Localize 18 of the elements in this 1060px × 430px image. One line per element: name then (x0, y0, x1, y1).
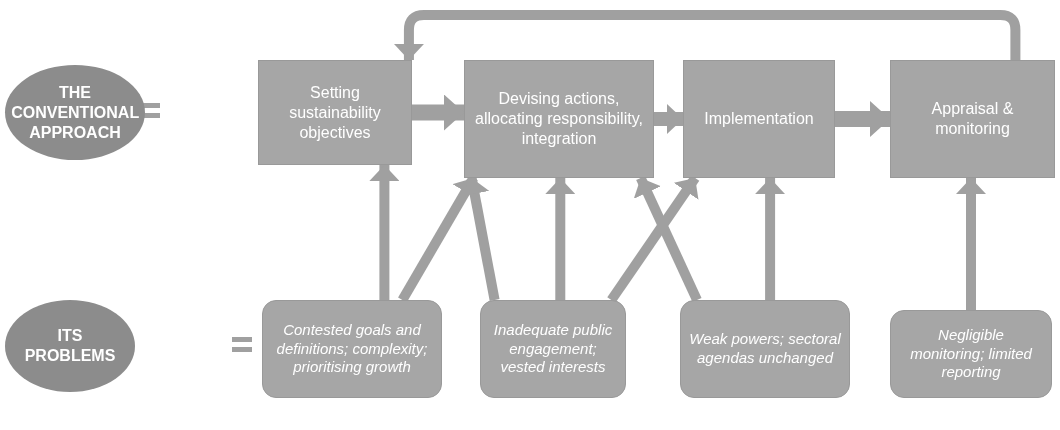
arrow (654, 104, 683, 134)
arrow (545, 178, 576, 300)
arrow (755, 178, 786, 300)
problem-box: Contested goals and definitions; complexity; prioritising growth (262, 300, 442, 398)
arrow (412, 94, 464, 131)
problem-box: Negligible monitoring; limited reporting (890, 310, 1052, 398)
approach-ellipse: THE CONVENTIONAL APPROACH (5, 65, 145, 160)
arrow (956, 178, 986, 310)
process-box: Appraisal & monitoring (890, 60, 1055, 178)
arrow (393, 10, 1021, 60)
arrow (369, 165, 400, 300)
process-box: Devising actions, allocating responsibility, integration (464, 60, 654, 178)
arrow (835, 101, 890, 137)
process-box: Implementation (683, 60, 835, 178)
approach-ellipse: ITS PROBLEMS (5, 300, 135, 392)
problem-box: Weak powers; sectoral agendas unchanged (680, 300, 850, 398)
problem-box: Inadequate public engagement; vested interests (480, 300, 626, 398)
process-box: Setting sustainability objectives (258, 60, 412, 165)
